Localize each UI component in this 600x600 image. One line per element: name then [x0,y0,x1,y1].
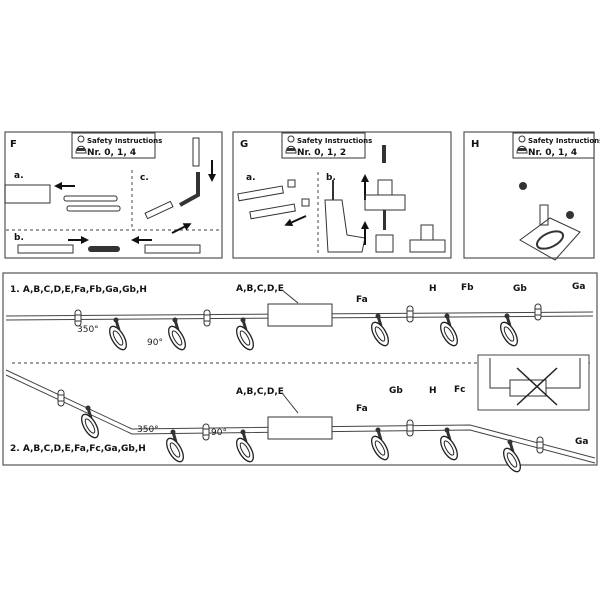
part-label: Gb [513,284,527,294]
panel-g: G Safety Instructions Nr. 0, 1, 2 a. b. [232,131,452,259]
step-label: a. [246,173,256,183]
part-label: Fa [356,295,368,305]
safety-box: Safety Instructions Nr. 0, 1, 4 [71,132,162,159]
safety-numbers: Nr. 0, 1, 4 [528,148,577,158]
step-label: b. [326,173,336,183]
layout-title: 2. A,B,C,D,E,Fa,Fc,Ga,Gb,H [10,444,146,454]
part-label: Fc [454,385,465,395]
rotation-label: 350° [77,325,99,335]
rotation-label: 350° [137,425,159,435]
part-label: Fa [356,404,368,414]
layout-2-angled: 2. A,B,C,D,E,Fa,Fc,Ga,Gb,H A,B,C,D,E Fa … [5,354,596,476]
step-label: b. [14,233,24,243]
step-label: a. [14,171,24,181]
safety-numbers: Nr. 0, 1, 2 [297,148,346,158]
rotation-label: 90° [147,338,163,348]
part-label: Ga [572,282,585,292]
safety-title: Safety Instructions [528,137,600,145]
rotation-label: 90° [211,428,227,438]
panel-h: H Safety Instructions Nr. 0, 1, 4 [463,131,600,261]
transformer-label: A,B,C,D,E [236,387,284,397]
panel-f: F Safety Instructions Nr. 0, 1, 4 a. b. … [4,131,223,259]
safety-box: Safety Instructions Nr. 0, 1, 4 [512,132,600,159]
transformer-box [267,303,333,327]
part-label: H [429,386,437,396]
part-label: Ga [575,437,588,447]
panel-letter: H [471,139,479,150]
layout-title: 1. A,B,C,D,E,Fa,Fb,Ga,Gb,H [10,285,147,295]
part-label: Fb [461,283,474,293]
step-label: c. [140,173,149,183]
incorrect-layout-inset [477,354,590,411]
safety-numbers: Nr. 0, 1, 4 [87,148,136,158]
safety-box: Safety Instructions Nr. 0, 1, 2 [281,132,372,159]
part-label: H [429,284,437,294]
layout-1-straight: 1. A,B,C,D,E,Fa,Fb,Ga,Gb,H A,B,C,D,E Fa … [5,282,594,354]
layout-examples-panel: 1. A,B,C,D,E,Fa,Fb,Ga,Gb,H A,B,C,D,E Fa … [2,272,598,476]
safety-title: Safety Instructions [297,137,372,145]
transformer-box [267,416,333,440]
transformer-label: A,B,C,D,E [236,284,284,294]
panel-letter: G [240,139,248,150]
safety-title: Safety Instructions [87,137,162,145]
part-label: Gb [389,386,403,396]
panel-letter: F [10,139,17,150]
